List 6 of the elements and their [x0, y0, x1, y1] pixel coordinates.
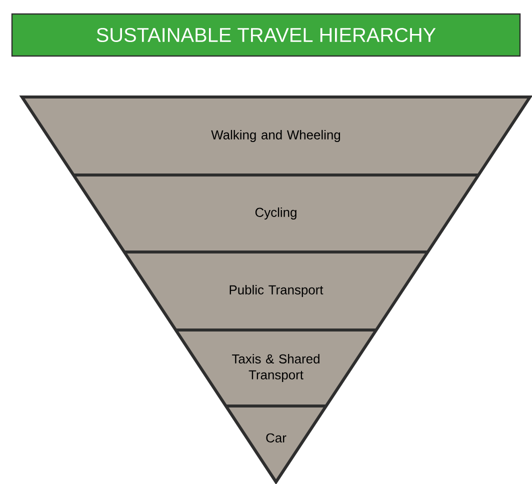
title-banner: SUSTAINABLE TRAVEL HIERARCHY	[11, 13, 521, 57]
band: Cycling	[73, 174, 479, 252]
band: Public Transport	[124, 252, 428, 330]
band: Taxis & Shared Transport	[176, 330, 376, 406]
band: Car	[226, 406, 326, 482]
band: Walking and Wheeling	[22, 96, 530, 175]
